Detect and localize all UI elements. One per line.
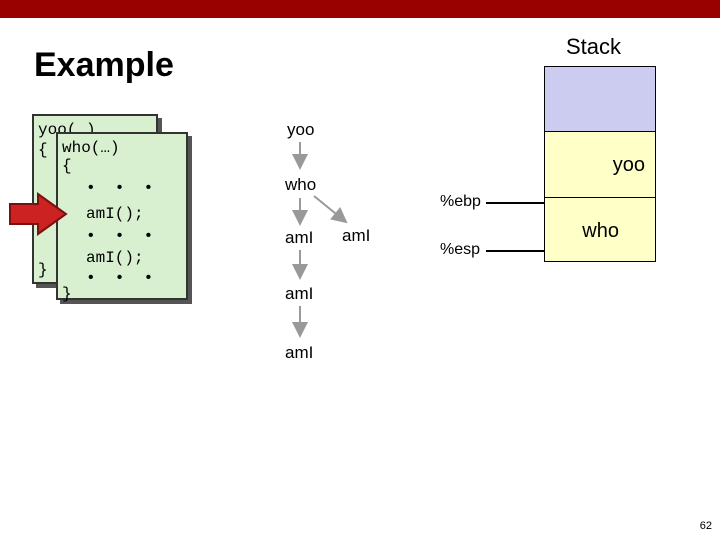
tree-node-ami: amI [285,228,314,247]
who-header: who(…) [62,139,120,157]
yoo-brace-open: { [38,141,48,159]
who-brace-open: { [62,157,72,175]
who-code-box: who(…) { • • • amI(); • • • amI(); • • •… [56,132,188,303]
esp-label: %esp [440,241,481,258]
tree-node-ami: amI [285,284,314,303]
who-body-line: • • • [86,269,154,287]
tree-node-yoo: yoo [287,120,315,139]
tree-node-ami-side: amI [342,226,371,245]
stack-frame-label: yoo [612,154,645,176]
page-number: 62 [699,520,712,532]
stack-frame-top [544,66,656,132]
who-body-line: • • • [86,179,154,197]
ebp-label: %ebp [440,193,481,210]
stack-frame-label: who [582,220,619,242]
tree-node-ami: amI [285,343,314,362]
tree-node-who: who [285,175,317,194]
who-body-line: • • • [86,227,154,245]
yoo-brace-close: } [38,261,48,279]
stack-frame-yoo: yoo [544,131,656,198]
who-body-line: amI(); [86,249,144,267]
stack-label: Stack [566,34,622,59]
who-brace-close: } [62,285,72,303]
slide-title: Example [34,46,174,84]
edge-who-ami-side [313,195,348,224]
stack-frame-who: who [544,197,656,262]
who-body-line: amI(); [86,205,144,223]
header-bar [0,0,720,18]
current-line-arrow-icon [9,192,68,236]
